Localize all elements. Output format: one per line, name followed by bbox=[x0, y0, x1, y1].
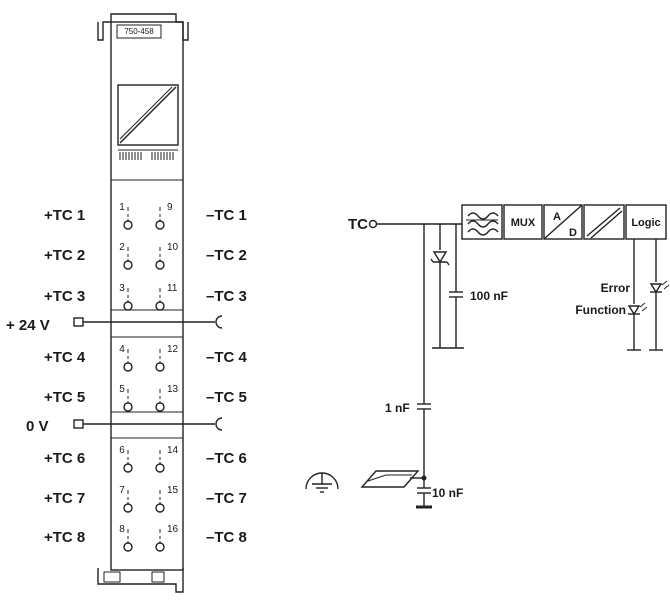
channel-plus-label: +TC 4 bbox=[44, 349, 86, 366]
terminal-number: 2 bbox=[119, 242, 125, 253]
terminal-number: 8 bbox=[119, 524, 125, 535]
module-bottom-latch bbox=[97, 568, 184, 593]
channel-minus-label: –TC 5 bbox=[206, 389, 247, 406]
error-led-label: Error bbox=[601, 281, 631, 295]
channel-minus-label: –TC 1 bbox=[206, 207, 247, 224]
earth-ground-icon bbox=[305, 472, 339, 493]
ground-0v-terminal[interactable] bbox=[73, 419, 84, 429]
terminal-number: 9 bbox=[167, 202, 173, 213]
terminal-minus-6[interactable] bbox=[155, 463, 165, 473]
mux-block bbox=[503, 204, 543, 240]
terminal-number: 15 bbox=[167, 485, 179, 496]
terminal-minus-2[interactable] bbox=[155, 260, 165, 270]
cap-1nf-label: 1 nF bbox=[385, 401, 410, 415]
terminal-minus-7[interactable] bbox=[155, 503, 165, 513]
input-schematic: TC 100 nF 1 nF 10 nF bbox=[305, 204, 670, 509]
channel-minus-label: –TC 2 bbox=[206, 247, 247, 264]
supply-24v-label: + 24 V bbox=[6, 317, 50, 334]
din-rail bbox=[360, 470, 420, 488]
power-supply-rail: + 24 V bbox=[6, 315, 223, 334]
terminal-plus-4[interactable] bbox=[123, 362, 133, 372]
terminal-number: 16 bbox=[167, 524, 179, 535]
channel-plus-label: +TC 1 bbox=[44, 207, 85, 224]
adc-d-label: D bbox=[569, 227, 577, 239]
terminal-number: 7 bbox=[119, 485, 125, 496]
terminal-plus-7[interactable] bbox=[123, 503, 133, 513]
terminal-number: 5 bbox=[119, 384, 125, 395]
channel-plus-label: +TC 6 bbox=[44, 450, 85, 467]
channel-plus-label: +TC 3 bbox=[44, 288, 85, 305]
channel-minus-label: –TC 8 bbox=[206, 529, 247, 546]
terminal-number: 10 bbox=[167, 242, 179, 253]
isolation-block bbox=[583, 204, 625, 240]
module-top-latch bbox=[97, 13, 189, 41]
channel-plus-label: +TC 2 bbox=[44, 247, 85, 264]
adc-block bbox=[543, 204, 583, 240]
terminal-plus-5[interactable] bbox=[123, 402, 133, 412]
tc-input-terminal bbox=[368, 219, 378, 229]
terminal-plus-8[interactable] bbox=[123, 542, 133, 552]
ground-0v-contact bbox=[215, 417, 223, 431]
ground-0v-label: 0 V bbox=[26, 418, 49, 435]
channel-plus-label: +TC 7 bbox=[44, 490, 85, 507]
bottom-tab-left bbox=[103, 571, 121, 583]
supply-24v-terminal[interactable] bbox=[73, 317, 84, 327]
terminal-number: 14 bbox=[167, 445, 179, 456]
terminal-plus-3[interactable] bbox=[123, 301, 133, 311]
terminal-minus-1[interactable] bbox=[155, 220, 165, 230]
terminal-minus-4[interactable] bbox=[155, 362, 165, 372]
part-number: 750-458 bbox=[124, 27, 154, 36]
filter-block bbox=[461, 204, 503, 240]
mux-label: MUX bbox=[511, 217, 536, 229]
function-led-label: Function bbox=[575, 303, 626, 317]
ground-rail: 0 V bbox=[26, 417, 223, 435]
terminal-number: 4 bbox=[119, 344, 125, 355]
channel-minus-label: –TC 4 bbox=[206, 349, 248, 366]
terminal-number: 3 bbox=[119, 283, 125, 294]
function-led-icon bbox=[627, 305, 641, 316]
terminal-minus-8[interactable] bbox=[155, 542, 165, 552]
terminal-number: 11 bbox=[167, 283, 178, 294]
bottom-tab-right bbox=[151, 571, 165, 583]
module-body bbox=[110, 21, 184, 571]
terminal-plus-2[interactable] bbox=[123, 260, 133, 270]
logic-block bbox=[625, 204, 667, 240]
terminal-number: 1 bbox=[119, 202, 125, 213]
terminal-plus-6[interactable] bbox=[123, 463, 133, 473]
terminal-number: 12 bbox=[167, 344, 179, 355]
terminal-group: +TC 1 –TC 1 1 9 +TC 2 –TC 2 2 10 +TC 3 –TC 3 3 11 +T… bbox=[44, 202, 248, 552]
error-led-icon bbox=[649, 283, 663, 294]
channel-plus-label: +TC 5 bbox=[44, 389, 85, 406]
adc-a-label: A bbox=[553, 211, 561, 223]
cap-10nf-label: 10 nF bbox=[432, 486, 463, 500]
terminal-number: 13 bbox=[167, 384, 179, 395]
channel-minus-label: –TC 7 bbox=[206, 490, 247, 507]
terminal-number: 6 bbox=[119, 445, 125, 456]
channel-minus-label: –TC 3 bbox=[206, 288, 247, 305]
part-number-plate bbox=[116, 24, 162, 39]
io-module: 750-458 bbox=[97, 13, 189, 593]
terminal-minus-3[interactable] bbox=[155, 301, 165, 311]
status-leds bbox=[118, 149, 178, 160]
channel-minus-label: –TC 6 bbox=[206, 450, 247, 467]
analog-input-symbol bbox=[117, 84, 179, 146]
tc-input-label: TC bbox=[348, 216, 368, 233]
logic-label: Logic bbox=[631, 217, 660, 229]
terminal-minus-5[interactable] bbox=[155, 402, 165, 412]
tvs-diode bbox=[432, 251, 448, 264]
supply-24v-contact bbox=[215, 315, 223, 329]
terminal-plus-1[interactable] bbox=[123, 220, 133, 230]
cap-100nf-label: 100 nF bbox=[470, 289, 508, 303]
channel-plus-label: +TC 8 bbox=[44, 529, 85, 546]
